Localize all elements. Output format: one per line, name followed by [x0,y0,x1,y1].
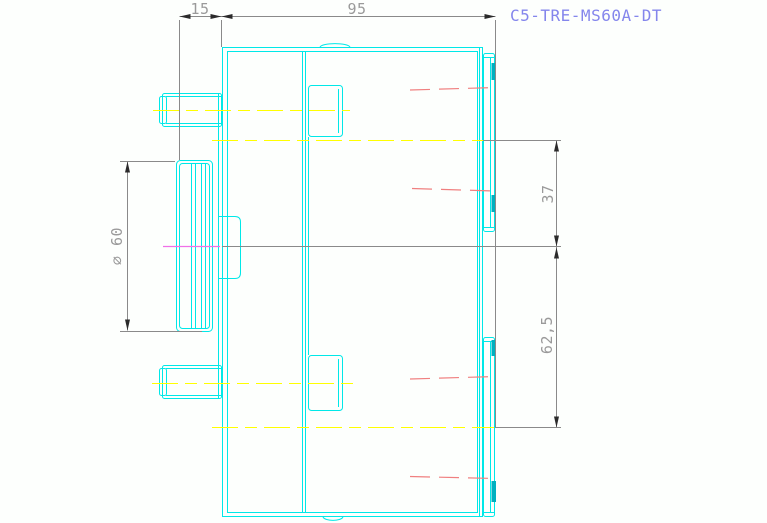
hidden-line-3 [409,375,497,380]
top-tab [319,43,351,48]
center-lines [152,110,497,428]
center-recess [219,216,241,279]
dim-label-62-5: 62,5 [538,316,556,354]
dim-label-15: 15 [190,0,209,18]
dim-label-37: 37 [539,184,557,203]
dimension-top [179,14,496,427]
part-outline [159,43,495,521]
hidden-lines [409,86,497,480]
dim-label-diameter-60: ⌀ 60 [108,227,126,265]
labels: 15 95 ⌀ 60 37 62,5 C5-TRE-MS60A-DT [108,0,662,354]
dimension-right [222,140,561,428]
hidden-line-4 [409,475,497,480]
body-inner-outline [227,51,478,513]
flange-shading [491,63,496,502]
body-outer-outline [222,47,483,517]
dimension-diameter [120,161,202,332]
hidden-line-2 [411,187,495,192]
dim-label-95: 95 [347,0,366,18]
hidden-line-1 [409,86,497,91]
lower-stud [159,365,222,399]
bottom-tab [322,516,344,521]
upper-right-flange [483,53,495,232]
drawing-title: C5-TRE-MS60A-DT [510,6,662,25]
